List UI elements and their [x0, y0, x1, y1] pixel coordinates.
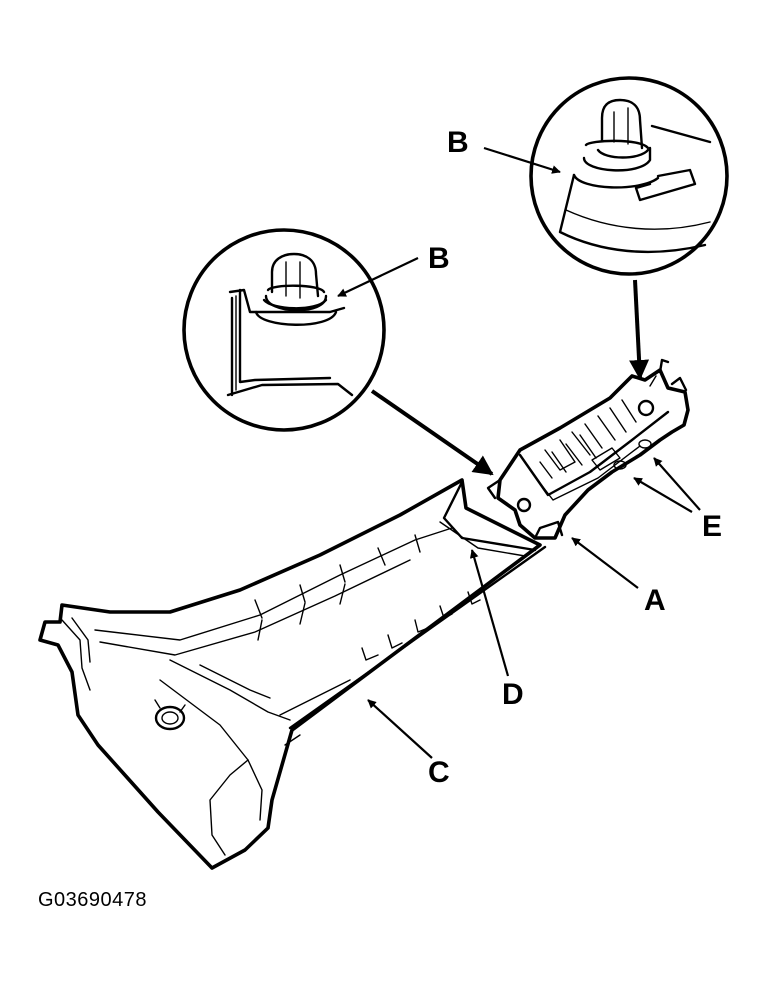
side-panel-a: [486, 358, 690, 540]
callout-c: C: [428, 756, 450, 789]
callout-a: A: [644, 584, 666, 617]
trim-panel-c: [38, 478, 547, 870]
leader-lines: [337, 146, 701, 759]
callout-b-left: B: [428, 242, 450, 275]
figure-code: G03690478: [38, 889, 148, 911]
callout-d: D: [502, 678, 524, 711]
callout-b-top: B: [447, 126, 469, 159]
clip-detail-circle-left: [182, 228, 386, 432]
callout-e: E: [702, 510, 722, 543]
clip-detail-circle-top: [529, 76, 729, 276]
